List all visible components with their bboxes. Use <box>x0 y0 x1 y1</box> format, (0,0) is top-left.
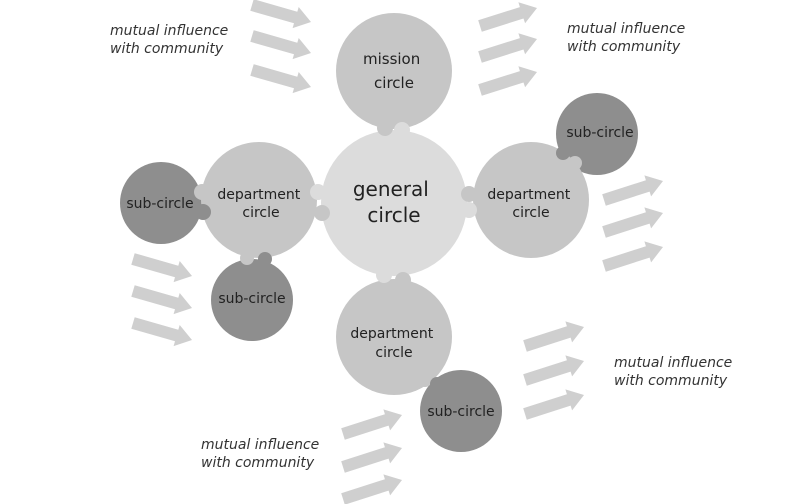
sub-circle-bottom-label: sub-circle <box>427 404 494 420</box>
arrow-icon <box>341 409 402 440</box>
connector-knob <box>377 120 393 136</box>
arrow-icon <box>523 389 584 420</box>
sub-circle-left <box>120 162 202 244</box>
department-circle-bottom-label: department circle <box>350 326 437 361</box>
arrow-icon <box>250 30 311 60</box>
connector-knob <box>418 373 432 387</box>
sub-circle-right-label: sub-circle <box>566 125 633 141</box>
community-label-bottom-left: mutual influence with community <box>201 437 324 471</box>
arrow-icon <box>478 2 537 32</box>
connector-knob <box>394 122 410 138</box>
connector-knob <box>310 184 326 200</box>
connector-knob <box>461 186 477 202</box>
arrow-icon <box>341 474 402 504</box>
community-arrows <box>131 0 663 504</box>
department-circle-right <box>473 142 589 258</box>
mission-circle <box>336 13 452 129</box>
general-circle-label: general circle <box>353 177 435 227</box>
sub-circle-right <box>556 93 638 175</box>
community-label-top-right: mutual influence with community <box>567 21 690 55</box>
general-circle <box>321 130 467 276</box>
connector-knob <box>376 267 392 283</box>
arrow-icon <box>523 321 584 352</box>
sub-circle-left-lower <box>211 259 293 341</box>
connector-knob <box>568 156 582 170</box>
connector-knob <box>195 204 211 220</box>
arrow-icon <box>131 317 192 347</box>
department-circle-bottom <box>336 279 452 395</box>
sub-circle-left-lower-label: sub-circle <box>218 291 285 307</box>
arrow-icon <box>602 175 663 206</box>
arrow-icon <box>602 241 663 272</box>
arrow-icon <box>341 442 402 473</box>
connector-knob <box>194 184 210 200</box>
community-label-right: mutual influence with community <box>614 355 737 389</box>
department-circle-right-label: department circle <box>487 187 574 221</box>
arrow-icon <box>131 285 192 315</box>
department-circle-left-label: department circle <box>217 187 304 221</box>
arrow-icon <box>131 253 192 283</box>
arrow-icon <box>250 64 311 94</box>
connector-knob <box>556 146 570 160</box>
sub-circle-left-label: sub-circle <box>126 196 193 212</box>
arrow-icon <box>602 207 663 238</box>
arrow-icon <box>478 66 537 96</box>
arrow-icon <box>478 33 537 63</box>
sub-circle-bottom <box>420 370 502 452</box>
department-circle-left <box>201 142 317 258</box>
connector-knob <box>258 252 272 266</box>
connector-knob <box>395 272 411 288</box>
connector-knob <box>314 205 330 221</box>
community-label-top-left: mutual influence with community <box>110 23 233 57</box>
connector-knob <box>430 377 444 391</box>
mission-circle-label: mission circle <box>363 50 425 92</box>
connector-knob <box>461 202 477 218</box>
arrow-icon <box>523 355 584 386</box>
connector-knob <box>240 251 254 265</box>
arrow-icon <box>250 0 311 29</box>
